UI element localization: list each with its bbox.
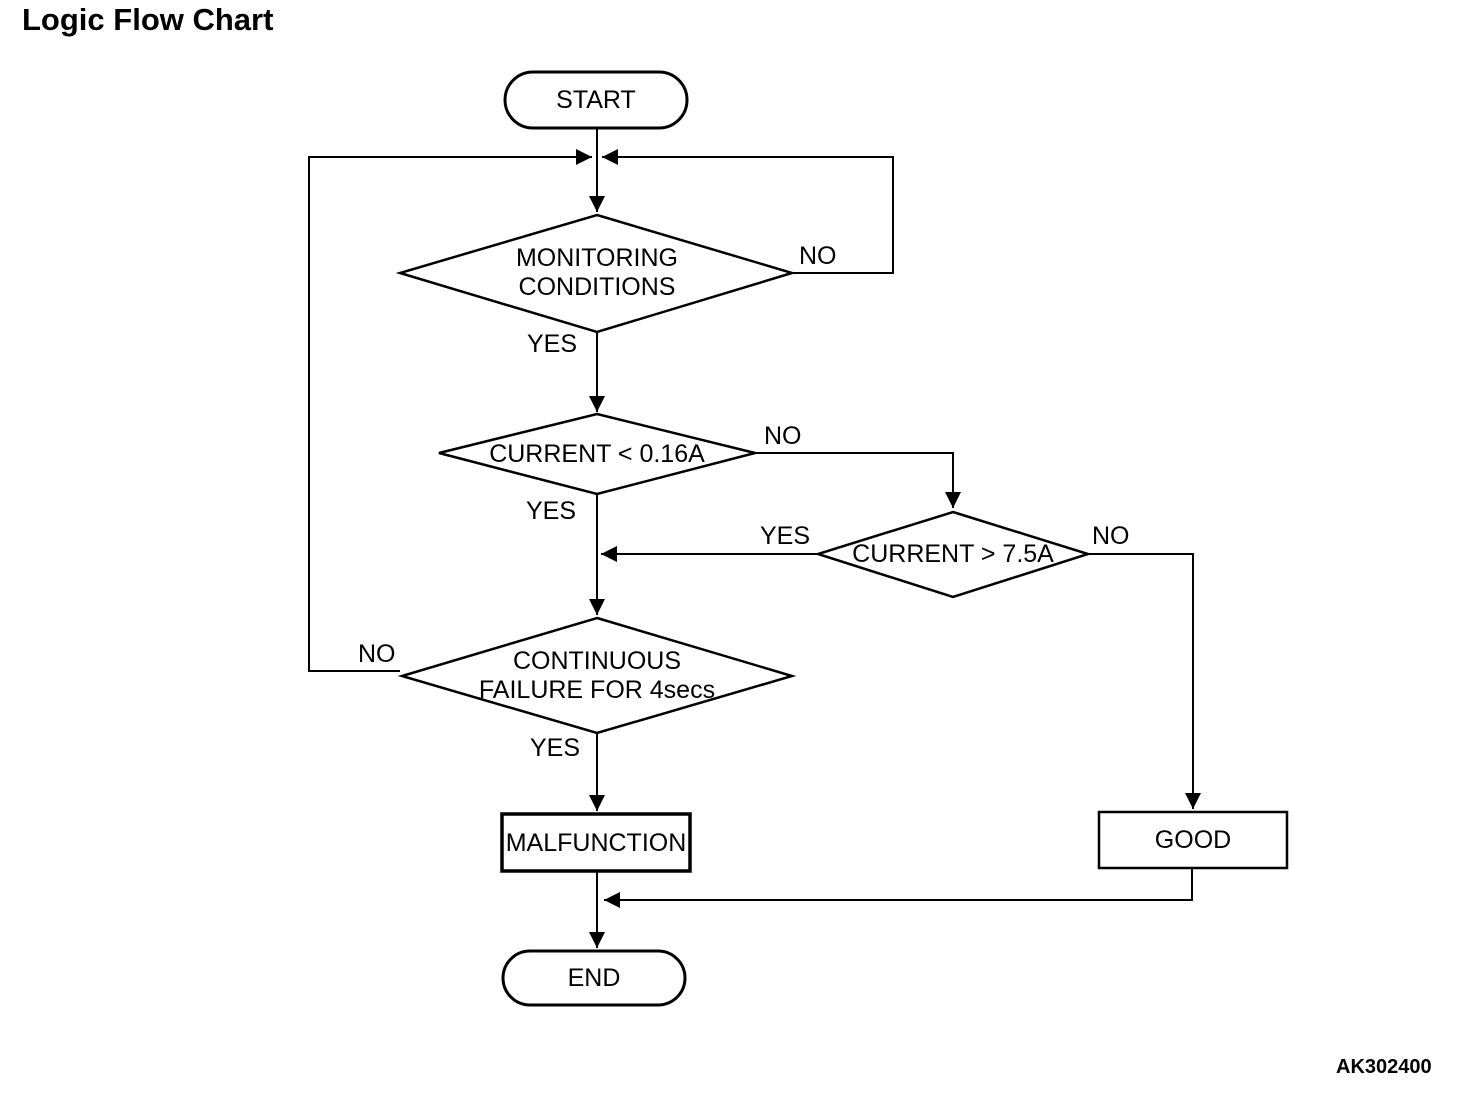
edge-monitoring-no-loop	[602, 149, 894, 274]
current-high-label: CURRENT > 7.5A	[852, 540, 1054, 568]
edge-current-high-no	[1088, 553, 1201, 809]
edge-label-current-low-yes: YES	[526, 497, 577, 525]
edge-label-current-low-no: NO	[764, 422, 802, 450]
continuous-failure-label: CONTINUOUS FAILURE FOR 4secs	[478, 647, 716, 704]
good-label: GOOD	[1154, 826, 1232, 854]
malfunction-process-shape	[500, 812, 692, 873]
end-label: END	[567, 964, 621, 992]
edge-label-current-high-yes: YES	[760, 522, 811, 550]
edge-label-current-high-no: NO	[1092, 522, 1130, 550]
current-high-diamond	[813, 510, 1093, 599]
figure-code: AK302400	[1336, 1056, 1432, 1078]
current-low-label: CURRENT < 0.16A	[489, 440, 705, 468]
end-terminator-shape	[501, 949, 687, 1007]
monitoring-conditions-diamond	[395, 213, 797, 334]
edge-continuous-no-loop	[308, 149, 592, 672]
current-low-diamond	[438, 412, 756, 496]
edge-label-monitoring-yes: YES	[527, 330, 578, 358]
continuous-failure-diamond	[397, 616, 797, 735]
malfunction-label: MALFUNCTION	[505, 828, 687, 857]
edge-label-continuous-no: NO	[358, 640, 396, 668]
edge-good-to-junction	[604, 868, 1193, 908]
start-terminator-shape	[503, 70, 689, 130]
edge-label-continuous-yes: YES	[530, 734, 581, 762]
page-title: Logic Flow Chart	[22, 2, 274, 37]
monitoring-conditions-label: MONITORING CONDITIONS	[515, 244, 679, 301]
start-label: START	[556, 86, 636, 114]
edge-current-low-no	[755, 452, 961, 508]
good-process-shape	[1097, 810, 1289, 870]
edge-label-monitoring-no: NO	[799, 242, 837, 270]
